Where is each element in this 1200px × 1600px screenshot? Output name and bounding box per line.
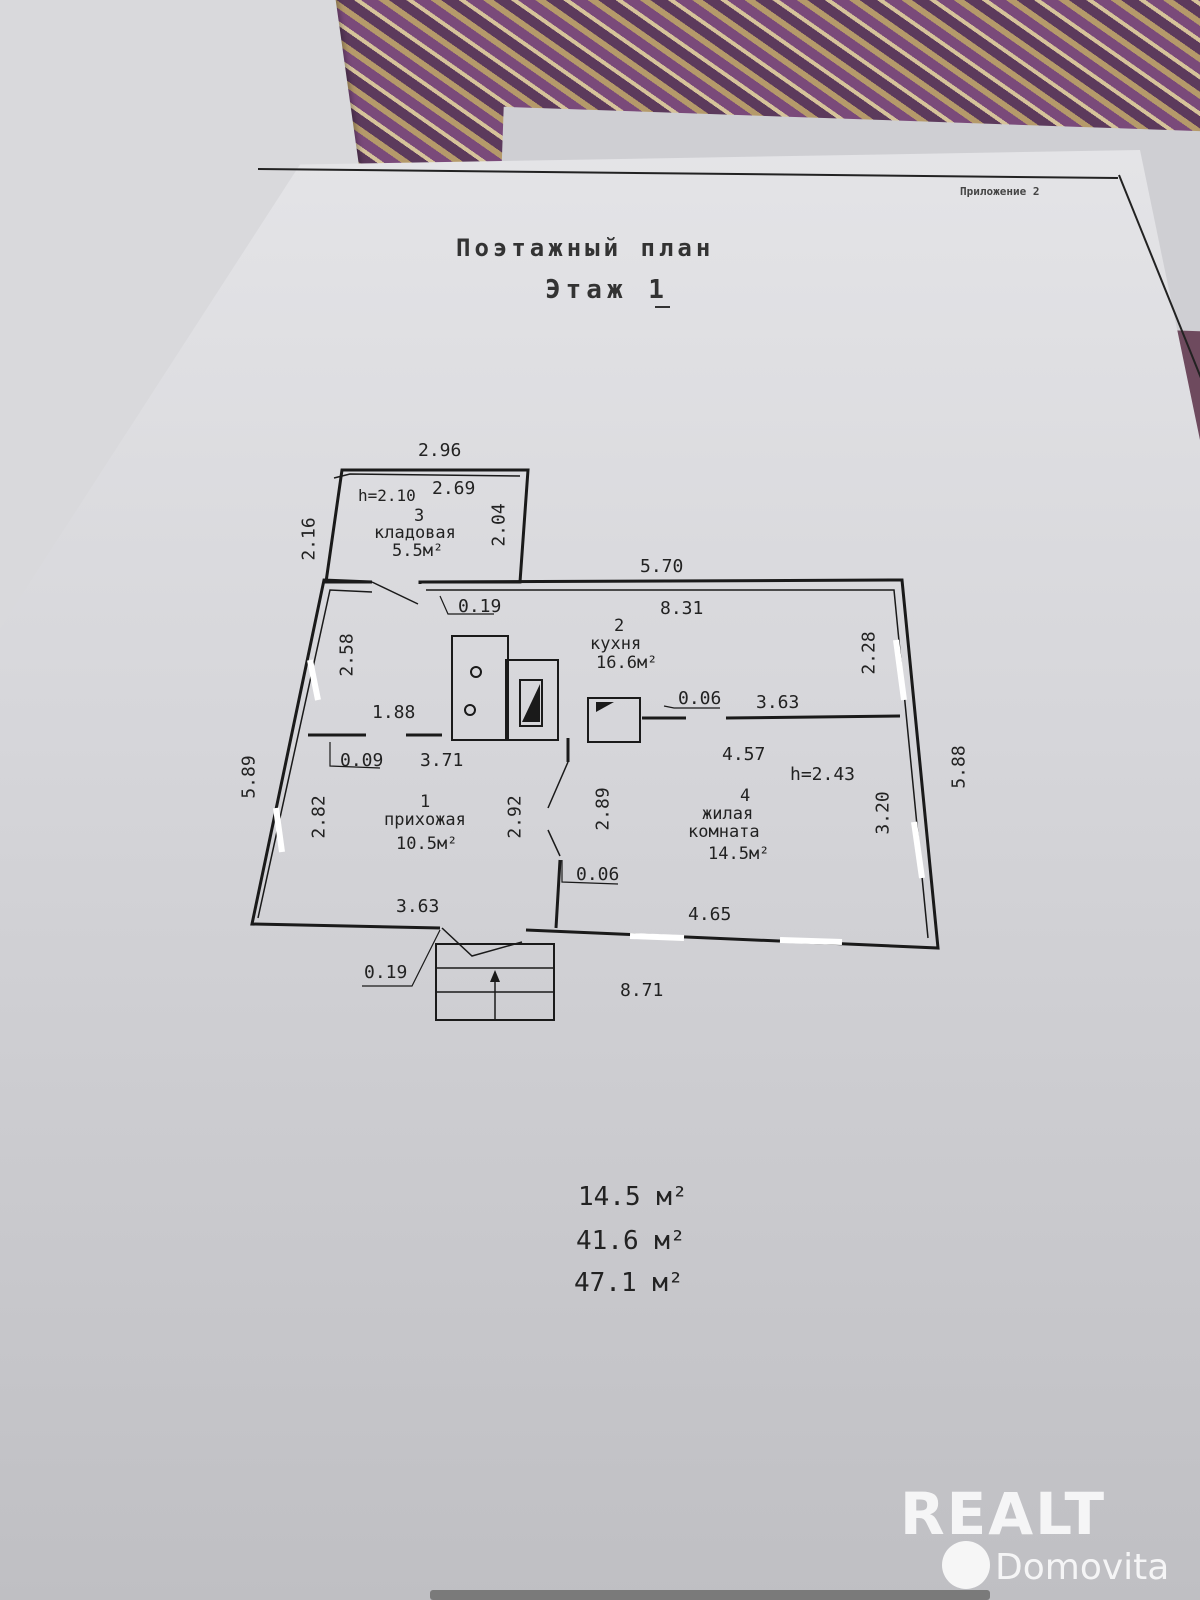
partition-kitchen-living: [642, 714, 901, 720]
step-lines: [436, 967, 554, 1020]
kitchen-number: 2: [614, 616, 625, 636]
stove-burner-2: [464, 704, 476, 716]
total-3-value: 47.1: [574, 1268, 637, 1298]
total-2-unit: м²: [654, 1226, 686, 1256]
dim-leader-009: [329, 742, 381, 769]
stove-burner-1: [470, 666, 482, 678]
dim-living-bottom: 4.65: [688, 904, 732, 925]
living-number: 4: [740, 786, 751, 806]
dim-living-left: 2.89: [592, 787, 614, 831]
dim-wall-thickness-c: 0.19: [364, 962, 408, 983]
dim-hall-right: 2.92: [504, 795, 526, 839]
floor-plan-sheet: [0, 150, 1200, 1600]
total-1: 14.5 м²: [578, 1184, 688, 1210]
watermark-domovita: Domovita: [995, 1547, 1170, 1588]
dim-wall-thickness-a: 0.19: [458, 596, 502, 617]
door-swing-lines: [371, 581, 569, 957]
storage-walls-inner: [333, 473, 521, 479]
dim-storage-top-outer: 2.96: [418, 440, 462, 461]
binder-edge: [430, 1590, 990, 1600]
kitchen-name: кухня: [590, 634, 642, 654]
total-2-value: 41.6: [576, 1226, 639, 1256]
boiler-fill: [596, 702, 614, 712]
dim-partition-a: 0.06: [678, 688, 722, 709]
window-bottom-1: [629, 933, 685, 941]
storage-number: 3: [414, 506, 425, 526]
partition-hall-living: [554, 738, 570, 929]
dim-storage-right: 2.04: [488, 503, 510, 547]
dim-living-right: 3.20: [872, 791, 894, 835]
storage-name: кладовая: [374, 523, 456, 543]
oven-fill: [522, 684, 540, 722]
entrance-arrow: [490, 970, 500, 982]
dim-storage-left: 2.16: [298, 517, 320, 561]
kitchen-area: 16.6м²: [596, 653, 658, 673]
page-title: Поэтажный план: [456, 234, 715, 262]
floor-underline: [655, 306, 670, 308]
dim-kitchen-bottom-left: 1.88: [372, 702, 416, 723]
total-3: 47.1 м²: [574, 1270, 684, 1296]
hall-area: 10.5м²: [396, 834, 458, 854]
living-name-2: комната: [688, 822, 760, 842]
window-left-2: [307, 659, 321, 701]
main-outer-wall: [250, 578, 940, 950]
total-1-unit: м²: [656, 1182, 688, 1212]
dim-living-top: 3.63: [756, 692, 800, 713]
floor-label: Этаж 1: [545, 275, 669, 305]
watermark-realt: REALT: [900, 1480, 1107, 1548]
dim-storage-top-inner: 2.69: [432, 478, 476, 499]
total-2: 41.6 м²: [576, 1228, 686, 1254]
total-3-unit: м²: [652, 1268, 684, 1298]
dim-overall-left: 5.89: [238, 755, 260, 799]
dim-overall-bottom: 8.71: [620, 980, 664, 1001]
dim-hall-bottom: 3.63: [396, 896, 440, 917]
storage-area: 5.5м²: [392, 541, 444, 561]
window-bottom-2: [779, 937, 843, 945]
dim-hall-top: 3.71: [420, 750, 464, 771]
living-area: 14.5м²: [708, 844, 770, 864]
hall-number: 1: [420, 792, 431, 812]
dim-leader-006-a: [663, 705, 720, 709]
total-1-value: 14.5: [578, 1182, 641, 1212]
boiler: [587, 697, 641, 743]
domovita-logo-icon: [942, 1541, 990, 1589]
oven: [505, 659, 559, 741]
stove: [451, 635, 509, 741]
dim-leader-006-b: [561, 860, 619, 885]
window-left-1: [273, 807, 285, 853]
dim-partition-b: 0.06: [576, 864, 620, 885]
window-right-2: [911, 821, 925, 879]
dim-overall-right: 5.88: [948, 745, 970, 789]
storage-height: h=2.10: [358, 486, 416, 505]
living-height: h=2.43: [790, 764, 856, 785]
dim-living-top-inner: 4.57: [722, 744, 766, 765]
hall-name: прихожая: [384, 810, 466, 830]
window-right-1: [893, 639, 907, 701]
annex-label: Приложение 2: [960, 185, 1040, 198]
dim-kitchen-top: 8.31: [660, 598, 704, 619]
dim-kitchen-right: 2.28: [858, 631, 880, 675]
dim-leader-019-top: [439, 595, 494, 615]
oven-mark: [519, 679, 543, 727]
dim-main-top-outer: 5.70: [640, 556, 684, 577]
dim-kitchen-left: 2.58: [336, 633, 358, 677]
living-name-1: жилая: [702, 804, 754, 824]
dim-hall-left: 2.82: [308, 795, 330, 839]
dim-leader-019-bottom: [362, 929, 441, 987]
dim-wall-thickness-b: 0.09: [340, 750, 384, 771]
